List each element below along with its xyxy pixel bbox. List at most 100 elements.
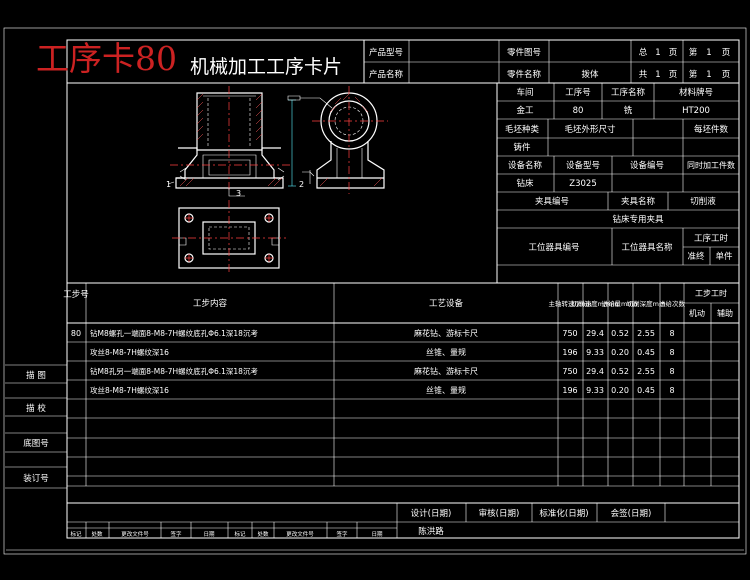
th-content: 工步内容: [193, 298, 228, 309]
right-info-grid: [496, 83, 739, 283]
th-depth: 切削深度mm: [627, 299, 666, 308]
info-material-value: HT200: [682, 106, 710, 116]
info-op-no-label: 工序号: [565, 87, 591, 98]
th-passes: 进给次数: [659, 299, 686, 308]
total-page-unit: 页: [669, 48, 678, 58]
total-label: 总: [639, 47, 648, 58]
row4-speed: 196: [562, 386, 577, 395]
th-equipment: 工艺设备: [429, 298, 464, 309]
rev-col-count-2: 处数: [257, 530, 269, 538]
gong-label: 共: [639, 70, 648, 80]
row2-speed: 196: [562, 348, 577, 357]
th-step-time: 工步工时: [695, 288, 727, 298]
info-op-no-value: 80: [573, 106, 584, 116]
row3-passes: 8: [669, 367, 674, 376]
di-page-unit: 页: [722, 70, 731, 80]
product-model-label: 产品型号: [369, 47, 403, 58]
fixture-value: 钻床专用夹具: [612, 214, 664, 225]
row3-equip: 麻花钻、游标卡尺: [414, 366, 478, 376]
info-blank-type-value: 铸件: [513, 142, 531, 153]
card-title: 机械加工工序卡片: [190, 56, 342, 78]
row2-equip: 丝锥、量规: [426, 347, 466, 357]
info-equip-no-label: 设备编号: [630, 160, 664, 171]
th-machine-time: 机动: [689, 308, 705, 318]
countersign-label: 会签(日期): [611, 508, 652, 519]
part-no-label: 零件图号: [507, 47, 541, 58]
rev-col-file-2: 更改文件号: [286, 530, 314, 538]
time-quasi-label: 准终: [687, 251, 705, 262]
th-aux-time: 辅助: [717, 308, 733, 318]
info-equip-name-value: 钻床: [516, 178, 534, 189]
info-simul-label: 同时加工件数: [687, 160, 735, 170]
margin-trace: 描 图: [26, 370, 46, 381]
station-tool-name-label: 工位器具名称: [621, 242, 673, 253]
design-label: 设计(日期): [411, 508, 452, 519]
row4-depth: 0.45: [637, 386, 655, 395]
rev-col-date-1: 日期: [203, 531, 215, 538]
row1-equip: 麻花钻、游标卡尺: [414, 328, 478, 338]
row3-depth: 2.55: [637, 367, 655, 376]
station-tool-no-label: 工位器具编号: [528, 242, 579, 253]
gong-pages: 1: [655, 70, 660, 80]
fixture-name-label: 夹具名称: [621, 196, 656, 207]
total-pages: 1: [655, 48, 660, 58]
coolant-label: 切削液: [690, 196, 716, 207]
outer-border: [3, 27, 747, 555]
row1-content: 钻M8螺孔一端面8-M8-7H螺纹底孔Φ6.1深18沉考: [90, 328, 258, 338]
info-equip-model-value: Z3025: [569, 179, 596, 189]
product-name-label: 产品名称: [369, 69, 404, 80]
row3-content: 钻M8孔另一端面8-M8-7H螺纹底孔Φ6.1深18沉考: [90, 366, 258, 376]
process-time-label: 工序工时: [694, 233, 729, 244]
info-material-label: 材料牌号: [679, 87, 713, 98]
review-label: 审核(日期): [479, 508, 520, 519]
front-view-drawing: [167, 86, 296, 197]
th-feed: 进给量mm/r: [601, 299, 638, 308]
rev-col-date-2: 日期: [371, 531, 383, 538]
part-name-label: 零件名称: [507, 69, 542, 80]
row1-passes: 8: [669, 329, 674, 338]
info-per-blank-label: 每坯件数: [694, 124, 729, 135]
th-step-no: 工步号: [63, 290, 89, 300]
row2-vc: 9.33: [586, 348, 604, 357]
page-no: 1: [706, 48, 711, 58]
standard-label: 标准化(日期): [539, 508, 588, 519]
side-view-drawing: [287, 86, 388, 194]
row2-content: 攻丝8-M8-7H螺纹深16: [90, 347, 169, 357]
row2-feed: 0.20: [611, 348, 629, 357]
info-equip-model-label: 设备型号: [566, 160, 600, 171]
row1-vc: 29.4: [586, 329, 604, 338]
row1-no: 80: [71, 329, 81, 338]
rev-col-sign-2: 签字: [336, 530, 348, 538]
di-label: 第: [689, 69, 698, 80]
callout-1: 1: [166, 180, 171, 189]
gong-page-unit: 页: [669, 70, 678, 80]
rev-col-count-1: 处数: [91, 530, 103, 538]
row3-feed: 0.52: [611, 367, 629, 376]
row4-feed: 0.20: [611, 386, 629, 395]
part-name-value: 拨体: [581, 69, 599, 80]
rev-col-mark-1: 标记: [70, 530, 82, 538]
rev-col-sign-1: 签字: [170, 530, 182, 538]
row4-equip: 丝锥、量规: [426, 385, 466, 395]
row1-depth: 2.55: [637, 329, 655, 338]
step-table-grid: [67, 282, 739, 487]
signoff-grid: [67, 502, 739, 538]
left-margin-grid: [5, 364, 67, 489]
row2-passes: 8: [669, 348, 674, 357]
margin-trace-check: 描 校: [26, 403, 46, 414]
th-cut-speed: 切削速度m/min: [572, 299, 619, 308]
time-unit-label: 单件: [715, 251, 733, 262]
di-page: 1: [706, 70, 711, 80]
row2-depth: 0.45: [637, 348, 655, 357]
row4-passes: 8: [669, 386, 674, 395]
row1-feed: 0.52: [611, 329, 629, 338]
page-no-unit: 页: [722, 48, 731, 58]
designer-name: 陈洪路: [418, 526, 444, 537]
margin-base-drawing-no: 底图号: [23, 438, 49, 449]
rev-col-mark-2: 标记: [234, 530, 246, 538]
info-equip-name-label: 设备名称: [508, 160, 543, 171]
info-workshop-value: 金工: [516, 105, 534, 116]
row4-vc: 9.33: [586, 386, 604, 395]
page-label: 第: [689, 47, 698, 58]
